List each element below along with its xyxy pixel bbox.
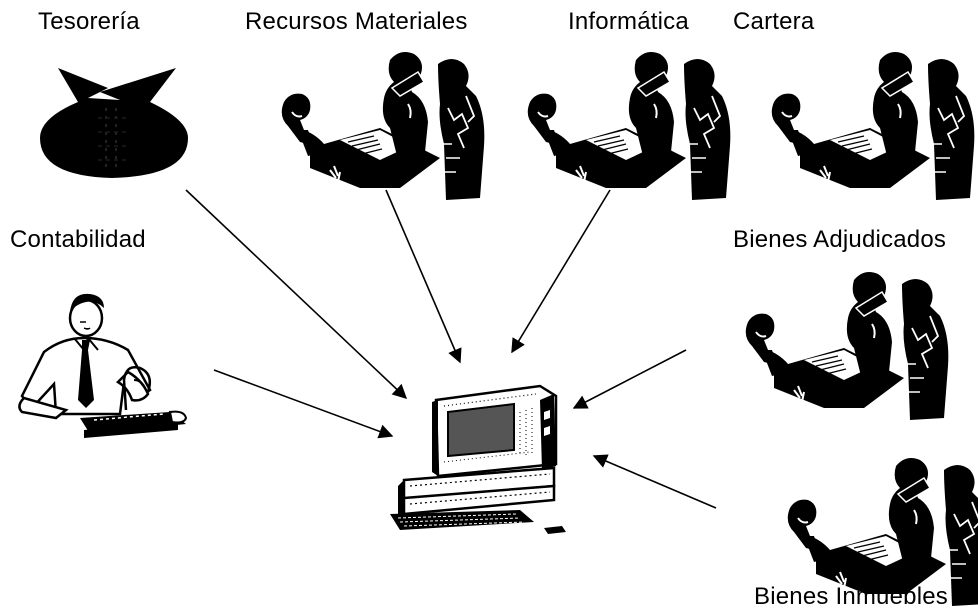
- arrows: [185, 189, 717, 509]
- label-bienes-inmuebles: Bienes Inmuebles: [754, 583, 948, 610]
- man-at-desk-icon: [18, 293, 188, 438]
- arrow-contabilidad: [213, 369, 394, 439]
- recursos-materiales-people-icon: [280, 51, 486, 201]
- desktop-computer-icon: [390, 384, 566, 534]
- arrow-recursos-materiales: [385, 189, 462, 364]
- money-bag-icon: [40, 68, 188, 178]
- arrow-tesoreria: [185, 189, 408, 399]
- bienes-adjudicados-people-icon: [744, 271, 950, 421]
- arrow-bienes-adjudicados: [572, 349, 687, 409]
- label-tesoreria: Tesorería: [38, 8, 140, 35]
- label-bienes-adjudicados: Bienes Adjudicados: [733, 226, 947, 253]
- label-informatica: Informática: [568, 8, 689, 35]
- label-cartera: Cartera: [733, 8, 815, 35]
- label-contabilidad: Contabilidad: [10, 226, 146, 253]
- informatica-people-icon: [526, 51, 732, 201]
- label-recursos-materiales: Recursos Materiales: [245, 8, 468, 35]
- arrow-informatica: [511, 189, 611, 354]
- arrow-bienes-inmuebles: [592, 454, 717, 509]
- cartera-people-icon: [770, 51, 976, 201]
